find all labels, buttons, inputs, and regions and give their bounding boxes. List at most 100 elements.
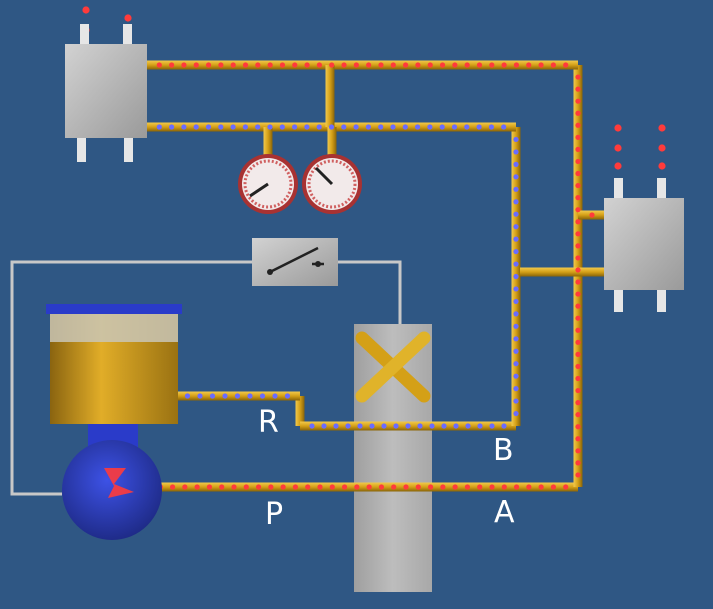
flow-dot <box>280 484 286 490</box>
block-left-foot-2 <box>124 138 133 162</box>
control-wiring <box>10 260 402 496</box>
flow-dot <box>575 279 581 285</box>
flow-dot <box>563 484 569 490</box>
pressure-gauge-left[interactable] <box>238 154 298 214</box>
fluid-dot <box>658 162 666 170</box>
cross-icon <box>355 331 431 403</box>
flow-dot <box>575 146 581 152</box>
flow-dot <box>255 62 261 68</box>
flow-dot <box>513 398 519 404</box>
pipe-gauge-left-feed <box>263 127 273 156</box>
switch-body <box>252 238 338 286</box>
flow-dot <box>390 62 396 68</box>
gauge-icon <box>238 154 298 214</box>
directional-valve[interactable] <box>354 324 432 592</box>
flow-dot <box>184 393 191 399</box>
flow-dot <box>575 243 581 249</box>
flow-dot <box>575 207 581 213</box>
hydraulic-pump[interactable] <box>62 440 162 540</box>
cylinder-block-right[interactable] <box>604 178 684 312</box>
flow-dot <box>366 484 372 490</box>
flow-dot <box>378 124 384 130</box>
pipe-gauge-feed-top <box>325 65 335 127</box>
flow-dot <box>575 424 581 430</box>
fluid-dot <box>658 124 666 132</box>
flow-dot <box>513 410 519 417</box>
gauge-icon <box>302 154 362 214</box>
port-label-r: R <box>258 405 279 440</box>
flow-dot <box>156 62 162 68</box>
port-label-b: B <box>493 433 514 468</box>
pressure-switch[interactable] <box>252 238 338 286</box>
flow-dot <box>309 423 315 429</box>
flow-dot <box>205 62 212 68</box>
flow-dot <box>272 393 278 399</box>
flow-dot <box>391 484 397 490</box>
flow-dot <box>427 124 433 130</box>
flow-dot <box>329 62 335 68</box>
flow-dot <box>575 375 581 382</box>
block-right-body <box>604 198 684 290</box>
flow-dot <box>439 62 446 68</box>
block-right-foot-1 <box>614 290 623 312</box>
flow-dot <box>259 393 266 399</box>
flow-dot <box>242 124 248 130</box>
flow-dot <box>477 484 483 490</box>
block-right-foot-2 <box>657 290 666 312</box>
flow-dot <box>427 484 434 490</box>
flow-dot <box>231 484 237 490</box>
flow-dot <box>476 124 482 130</box>
flow-dot <box>575 327 581 333</box>
flow-dot <box>268 484 274 490</box>
flow-dot <box>452 62 458 68</box>
flow-dot <box>156 124 162 130</box>
flow-dot <box>255 484 262 490</box>
block-right-stem-2 <box>657 178 666 200</box>
flow-dot <box>575 255 581 261</box>
pipe-return-r-drop <box>295 396 305 426</box>
flow-dot <box>538 62 544 68</box>
flow-dot <box>513 286 519 292</box>
flow-dot <box>513 484 520 490</box>
flow-dot <box>513 149 519 155</box>
flow-dot <box>403 484 409 490</box>
flow-dot <box>476 62 483 68</box>
flow-dot <box>427 62 433 68</box>
pipe-gauge-right-feed <box>327 127 337 156</box>
pressure-gauge-right[interactable] <box>302 154 362 214</box>
fluid-dot <box>658 144 666 152</box>
flow-dot <box>575 158 581 165</box>
cylinder-block-left[interactable] <box>65 24 147 162</box>
flow-dot <box>417 423 423 429</box>
flow-dot <box>429 423 435 429</box>
pipe-pressure-top <box>147 60 578 70</box>
flow-dot <box>218 124 224 130</box>
reservoir-tank <box>46 304 182 454</box>
flow-dot <box>575 86 581 92</box>
flow-dot <box>205 124 212 130</box>
flow-dot <box>501 62 507 68</box>
flow-dot <box>489 62 495 68</box>
fluid-dot <box>124 14 132 22</box>
flow-dot <box>513 161 519 167</box>
flow-dot <box>181 124 187 130</box>
flow-dot <box>193 62 199 68</box>
flow-dot <box>589 212 595 218</box>
flow-dot <box>489 484 495 490</box>
flow-dot <box>206 484 213 490</box>
flow-dot <box>345 423 351 429</box>
block-right-stem-1 <box>614 178 623 200</box>
flow-dot <box>513 386 519 392</box>
block-left-stem-1 <box>80 24 89 46</box>
flow-dot <box>513 136 519 143</box>
flow-dot <box>513 348 519 354</box>
flow-dot <box>513 186 519 192</box>
flow-dot <box>575 472 581 478</box>
flow-dot <box>575 195 581 201</box>
flow-dot <box>357 423 363 429</box>
flow-dot <box>378 62 384 68</box>
flow-dot <box>575 315 581 321</box>
flow-dot <box>465 423 471 429</box>
flow-dot <box>513 174 519 180</box>
